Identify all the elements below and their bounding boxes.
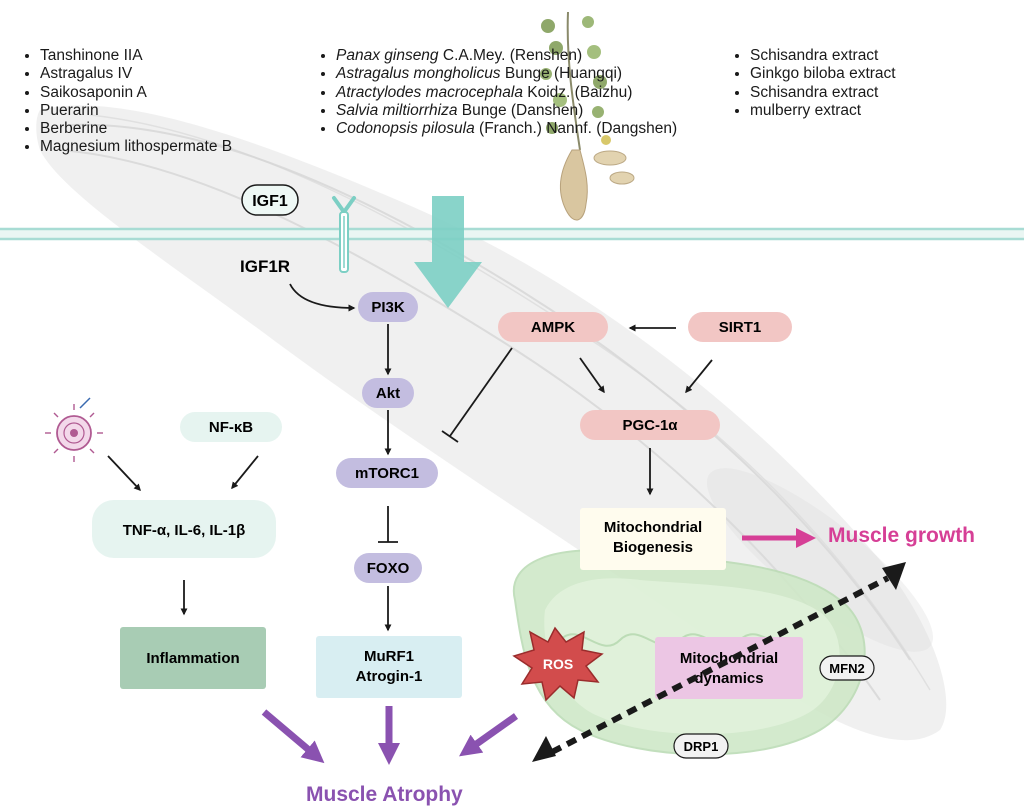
compound-list: Tanshinone IIA Astragalus IV Saikosaponi… (22, 47, 232, 157)
arrow-inflammation-atrophy (261, 709, 325, 764)
arrow-virus-cytokines (107, 455, 141, 492)
compound-item: Astragalus IV (40, 65, 232, 83)
pgc1a-label: PGC-1α (622, 417, 678, 434)
pgc1a-node: PGC-1α (580, 410, 720, 440)
extract-item: Schisandra extract (750, 47, 896, 65)
muscle-atrophy-label: Muscle Atrophy (306, 783, 463, 806)
herb-item: Codonopsis pilosula (Franch.) Nannf. (Da… (336, 120, 677, 138)
extract-list: Schisandra extract Ginkgo biloba extract… (732, 47, 896, 120)
sirt1-label: SIRT1 (719, 319, 762, 336)
igf1-node: IGF1 (241, 184, 299, 216)
inhibit-bar-mtorc1 (441, 430, 459, 443)
igf1r-label: IGF1R (240, 257, 290, 276)
herb-list: Panax ginseng C.A.Mey. (Renshen) Astraga… (318, 47, 677, 138)
herb-item: Astragalus mongholicus Bunge (Huangqi) (336, 65, 677, 83)
nfkb-label: NF-κB (209, 419, 253, 436)
drp1-node: DRP1 (673, 733, 729, 759)
ros-label: ROS (543, 656, 573, 672)
mfn2-label: MFN2 (829, 661, 864, 676)
ginseng-plant-illustration (540, 11, 635, 221)
akt-label: Akt (376, 385, 400, 402)
pi3k-label: PI3K (371, 299, 405, 316)
mtorc1-label: mTORC1 (355, 465, 419, 482)
herb-item: Panax ginseng C.A.Mey. (Renshen) (336, 47, 677, 65)
mitochondrial-dynamics-node: Mitochondrial dynamics (655, 637, 803, 699)
arrow-igf1r-pi3k (289, 283, 356, 312)
compound-item: Berberine (40, 120, 232, 138)
murf1-atrogin-node: MuRF1 Atrogin-1 (316, 636, 462, 698)
foxo-node: FOXO (354, 553, 422, 583)
foxo-label: FOXO (367, 560, 410, 577)
compound-item: Tanshinone IIA (40, 47, 232, 65)
nfkb-node: NF-κB (180, 412, 282, 442)
pathway-connectors (107, 283, 713, 632)
mito-bio-label-1: Mitochondrial (604, 519, 702, 536)
igf1r-receptor-icon (332, 196, 356, 273)
mtorc1-node: mTORC1 (336, 458, 438, 488)
herbal-action-arrow (414, 196, 482, 308)
arrow-sirt1-pgc1a (685, 359, 713, 394)
mitochondrial-biogenesis-node: Mitochondrial Biogenesis (580, 508, 726, 570)
inflammation-label: Inflammation (146, 650, 239, 667)
herb-item: Salvia miltiorrhiza Bunge (Danshen) (336, 102, 677, 120)
arrow-ros-atrophy (459, 713, 519, 757)
cytokines-node: TNF-α, IL-6, IL-1β (92, 500, 276, 558)
extract-item: Schisandra extract (750, 84, 896, 102)
dynamics-dashed-arrow (532, 562, 906, 762)
igf1-label: IGF1 (252, 193, 288, 210)
compound-item: Puerarin (40, 102, 232, 120)
extract-item: mulberry extract (750, 102, 896, 120)
cell-membrane (0, 227, 1024, 241)
muscle-growth-label: Muscle growth (828, 524, 975, 547)
compound-item: Magnesium lithospermate B (40, 138, 232, 156)
compound-item: Saikosaponin A (40, 84, 232, 102)
arrow-ampk-pgc1a (579, 357, 605, 394)
inflammation-node: Inflammation (120, 627, 266, 689)
mito-dyn-label-2: dynamics (694, 670, 763, 687)
ros-node: ROS (512, 626, 604, 702)
virus-icon (45, 397, 103, 462)
atrogin-label: Atrogin-1 (356, 668, 423, 685)
drp1-label: DRP1 (684, 739, 719, 754)
arrow-nfkb-cytokines (231, 455, 259, 490)
sirt1-node: SIRT1 (688, 312, 792, 342)
pi3k-node: PI3K (358, 292, 418, 322)
extract-item: Ginkgo biloba extract (750, 65, 896, 83)
inhibit-ampk-mtorc1 (449, 347, 513, 437)
mito-dyn-label-1: Mitochondrial (680, 650, 778, 667)
akt-node: Akt (362, 378, 414, 408)
ampk-node: AMPK (498, 312, 608, 342)
ampk-label: AMPK (531, 319, 575, 336)
murf1-label: MuRF1 (364, 648, 414, 665)
herb-item: Atractylodes macrocephala Koidz. (Baizhu… (336, 84, 677, 102)
atrophy-arrows (261, 706, 519, 765)
cytokines-label: TNF-α, IL-6, IL-1β (123, 522, 246, 539)
mito-bio-label-2: Biogenesis (613, 539, 693, 556)
mfn2-node: MFN2 (819, 655, 875, 681)
